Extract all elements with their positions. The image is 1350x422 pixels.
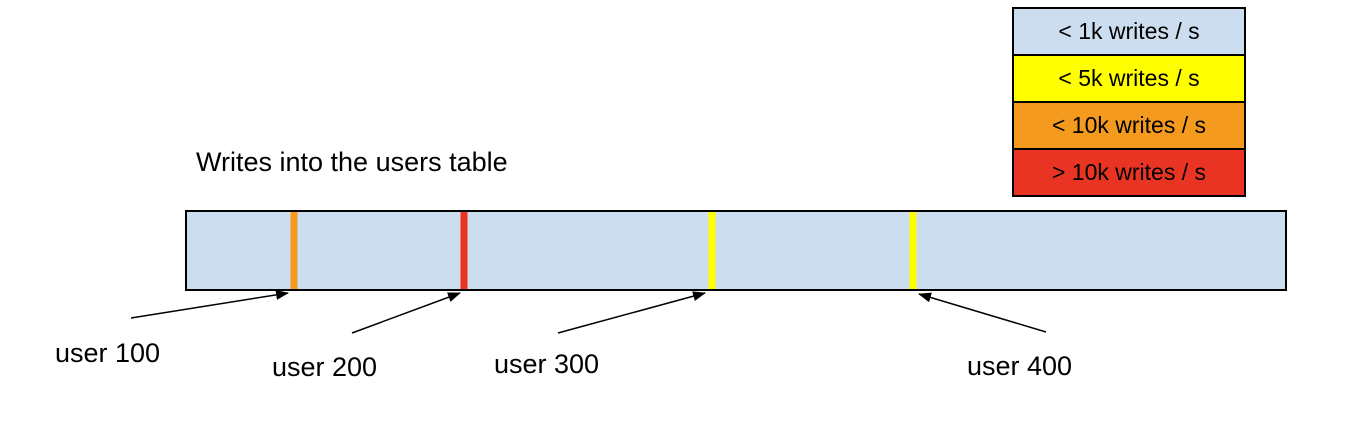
write-hotspot-marker-user-100 [290,212,297,289]
legend-item-under-5k: < 5k writes / s [1014,56,1244,103]
legend-item-over-10k: > 10k writes / s [1014,150,1244,195]
arrow-user-400 [918,292,1047,333]
user-label-200: user 200 [272,352,378,382]
users-table-bar [185,210,1287,291]
user-label-400: user 400 [967,351,1073,381]
write-hotspot-marker-user-400 [909,212,917,289]
arrow-user-100 [130,289,289,319]
legend-item-under-10k: < 10k writes / s [1014,103,1244,150]
legend: < 1k writes / s < 5k writes / s < 10k wr… [1012,7,1246,197]
user-label-100: user 100 [55,338,161,368]
arrow-user-300 [557,291,706,334]
write-hotspot-marker-user-300 [708,212,716,289]
diagram-title: Writes into the users table [196,147,508,177]
arrow-user-200 [351,292,461,334]
user-label-300: user 300 [494,349,600,379]
legend-item-under-1k: < 1k writes / s [1014,9,1244,56]
write-hotspot-marker-user-200 [460,212,468,289]
